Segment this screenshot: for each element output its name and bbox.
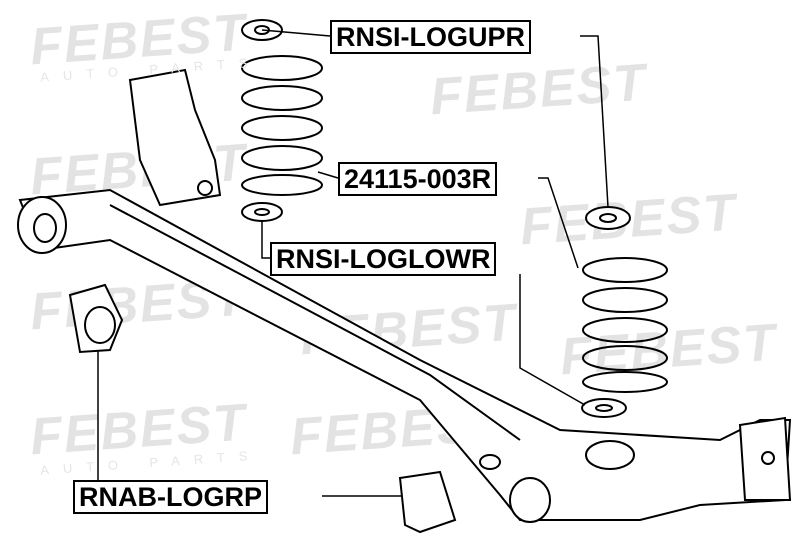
coil-spring-right (582, 257, 668, 393)
lower-mount-left (241, 202, 283, 222)
lower-mount-right (581, 398, 627, 418)
upper-mount-right (585, 206, 631, 230)
leader-lines (97, 29, 609, 497)
mount-plate (738, 416, 792, 501)
bushing-part-lower (398, 470, 457, 534)
part-label-spring[interactable]: 24115-003R (338, 162, 498, 196)
part-label-upper-mount[interactable]: RNSI-LOGUPR (330, 20, 531, 54)
mount-bracket (128, 68, 222, 207)
bushing-part (68, 283, 124, 354)
coil-spring-left (241, 55, 323, 196)
part-label-bushing[interactable]: RNAB-LOGRP (73, 480, 268, 514)
part-label-lower-mount[interactable]: RNSI-LOGLOWR (270, 242, 497, 276)
axle-beam (18, 188, 792, 521)
beam-bushing-left (17, 196, 67, 254)
